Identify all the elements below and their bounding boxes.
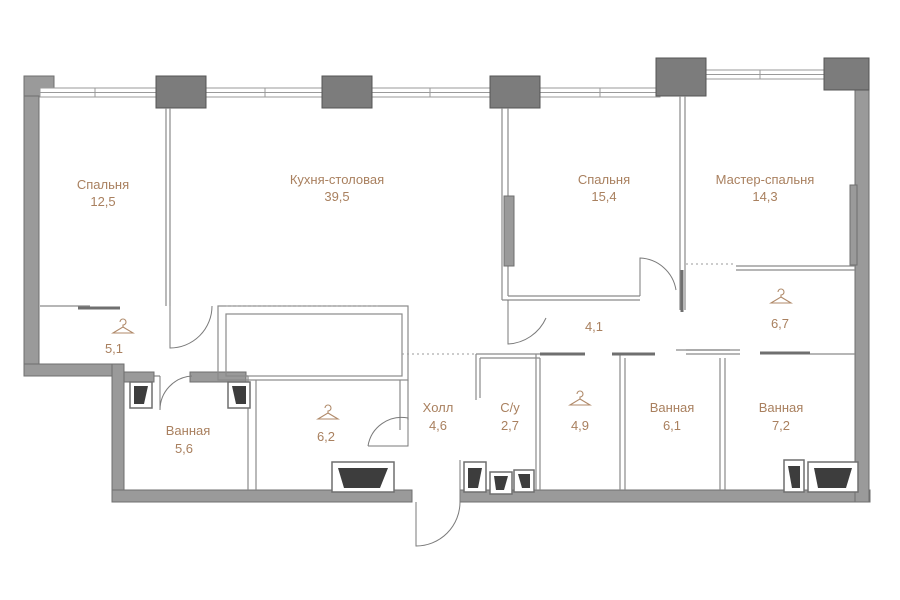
door-swing [169,305,213,349]
door-swing [507,300,547,345]
hanger-icon [316,404,340,420]
wall-left [23,75,40,377]
outer-walls [23,61,871,503]
pillar [823,57,870,91]
room-bathroom-left: Ванная 5,6 [166,423,211,456]
room-area: 12,5 [90,194,115,209]
room-master-bedroom: Мастер-спальня 14,3 [716,172,815,204]
room-area: 4,1 [585,319,603,334]
room-bathroom-center: Ванная 6,1 [650,400,695,433]
entry-door [415,501,461,547]
room-area: 4,6 [429,418,447,433]
pillar [155,75,207,109]
room-wardrobe-left: 5,1 [105,318,135,356]
room-kitchen-dining: Кухня-столовая 39,5 [290,172,384,204]
room-name: Спальня [578,172,630,187]
room-wardrobe-center: 6,2 [316,404,340,444]
pillar [655,57,707,97]
room-area: 6,7 [771,316,789,331]
room-area: 39,5 [324,189,349,204]
room-name: Ванная [166,423,211,438]
room-area: 14,3 [752,189,777,204]
room-name: Мастер-спальня [716,172,815,187]
wall-bottom-left [23,363,125,377]
room-bathroom-right: Ванная 7,2 [759,400,804,433]
hanger-icon [568,390,592,406]
room-area: 6,2 [317,429,335,444]
room-area: 5,6 [175,441,193,456]
room-area: 7,2 [772,418,790,433]
door-swing [639,257,677,296]
room-area: 4,9 [571,418,589,433]
room-name: Холл [423,400,454,415]
wall-bottom-center [111,489,413,503]
room-hall: Холл 4,6 [423,400,454,433]
room-name: Спальня [77,177,129,192]
room-name: С/у [500,400,520,415]
wall-right [854,61,870,503]
pillar [321,75,373,109]
hanger-icon [769,288,793,304]
room-bedroom-center: Спальня 15,4 [578,172,630,204]
room-area: 2,7 [501,418,519,433]
partitions [40,96,858,490]
room-bedroom-left: Спальня 12,5 [77,177,129,209]
room-name: Кухня-столовая [290,172,384,187]
pillars [155,57,870,109]
room-area: 6,1 [663,418,681,433]
room-area: 5,1 [105,341,123,356]
pillar [489,75,541,109]
wall-bath-left [111,363,125,503]
doors [159,257,677,547]
room-wc: С/у 2,7 [500,400,520,433]
door-swing [367,416,409,447]
room-name: Ванная [650,400,695,415]
door-swing [159,375,193,411]
shafts [129,381,859,495]
room-corridor: 4,1 [585,319,603,334]
room-wardrobe-right: 6,7 [769,288,793,331]
room-area: 15,4 [591,189,616,204]
room-wardrobe-small: 4,9 [568,390,592,433]
hanger-icon [111,318,135,334]
room-name: Ванная [759,400,804,415]
